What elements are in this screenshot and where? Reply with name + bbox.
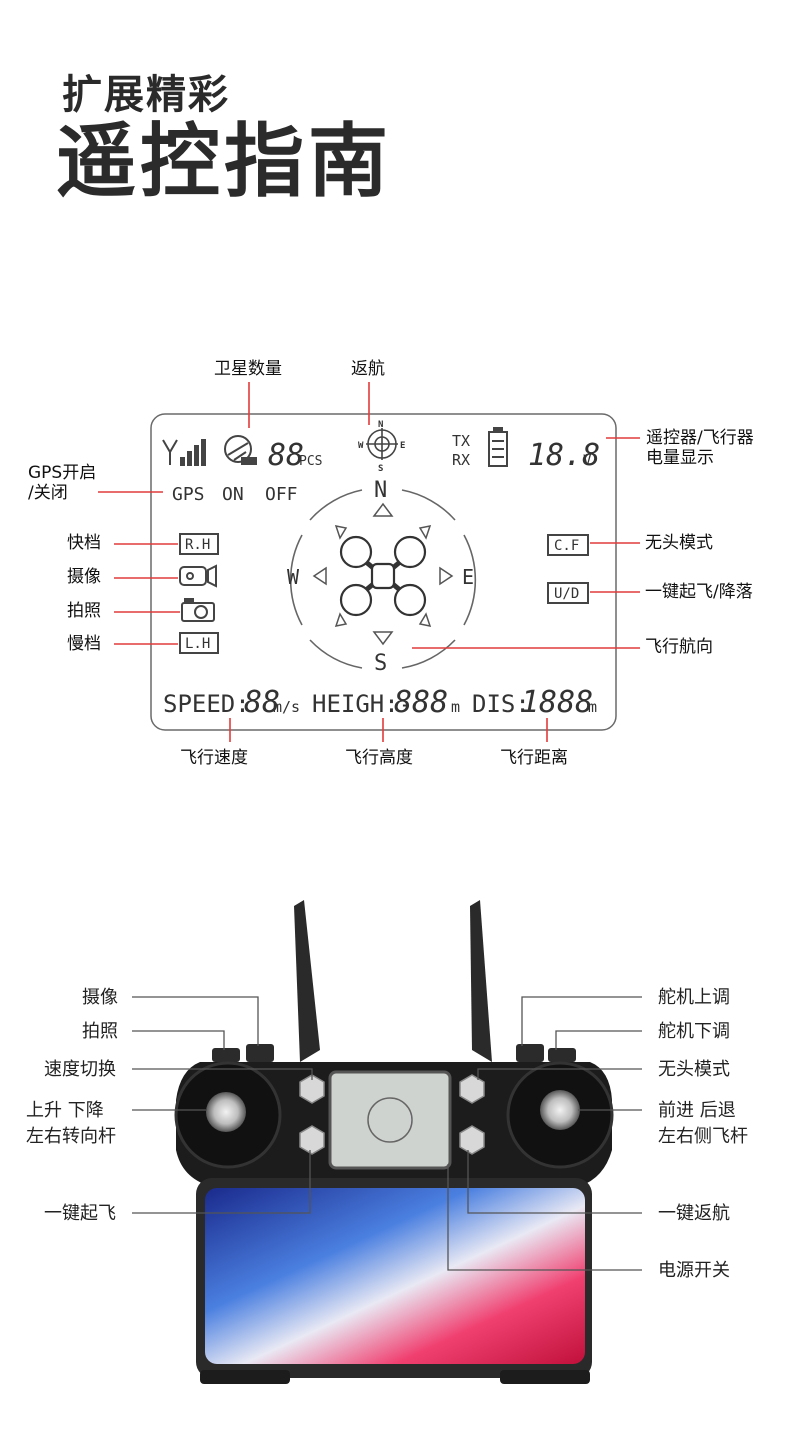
ctrl-label-gimbal-up: 舵机上调 <box>658 987 730 1008</box>
left-stick-knob <box>206 1092 246 1132</box>
lcd-lh: L.H <box>185 636 210 652</box>
speed-switch-button <box>299 1074 325 1104</box>
gimbal-down-shoulder <box>548 1048 576 1062</box>
label-flight-speed: 飞行速度 <box>180 748 248 768</box>
photo-camera-icon <box>181 598 215 622</box>
lcd-speed-unit: m/s <box>273 698 300 716</box>
lcd-cf: C.F <box>554 538 579 554</box>
compass-icon <box>366 428 398 460</box>
lcd-height-digits: 888 <box>394 685 448 720</box>
lcd-south: S <box>374 651 387 676</box>
heading-ring <box>289 489 477 669</box>
lcd-dis: DIS: <box>472 690 530 718</box>
label-return-home: 返航 <box>351 359 385 379</box>
battery-icon <box>488 427 508 467</box>
ctrl-label-takeoff: 一键起飞 <box>44 1203 116 1224</box>
takeoff-button <box>299 1125 325 1155</box>
camera-video-shoulder <box>212 1048 240 1062</box>
lcd-height: HEIGH:- <box>312 690 413 718</box>
label-flight-height: 飞行高度 <box>345 748 413 768</box>
lcd-diagram: 88 PCS N S W E TX RX 18.8 V GPS ON OFF R… <box>98 382 640 742</box>
right-grip <box>506 1061 614 1169</box>
phone-holder <box>196 1178 592 1378</box>
lcd-rh: R.H <box>185 537 210 553</box>
controller-leader-lines <box>132 996 642 1271</box>
direction-arrows <box>312 502 454 646</box>
label-takeoff-landing: 一键起飞/降落 <box>645 582 753 602</box>
lcd-sat-digits: 88 <box>268 438 304 473</box>
controller-body <box>176 1062 612 1186</box>
antenna-right <box>470 900 492 1062</box>
svg-text:S: S <box>378 464 383 474</box>
ctrl-label-right-stick: 前进 后退 左右侧飞杆 <box>658 1100 748 1148</box>
label-flight-heading: 飞行航向 <box>645 637 713 657</box>
lcd-dis-unit: m <box>588 698 597 716</box>
lcd-on: ON <box>222 484 244 505</box>
label-flight-distance: 飞行距离 <box>500 748 568 768</box>
lcd-volt: V <box>583 453 592 469</box>
label-fast-gear: 快档 <box>67 533 101 553</box>
page-subtitle: 扩展精彩 <box>62 72 230 118</box>
svg-text:E: E <box>400 441 405 451</box>
return-home-button <box>459 1125 485 1155</box>
video-camera-icon <box>179 564 217 588</box>
lcd-dis-digits: 1888 <box>521 685 593 720</box>
lcd-speed: SPEED: <box>163 690 250 718</box>
label-battery-display: 遥控器/飞行器 电量显示 <box>646 428 754 469</box>
gimbal-up-shoulder <box>516 1044 544 1062</box>
drone-icon <box>339 535 427 617</box>
lcd-north: N <box>374 478 387 503</box>
lcd-off: OFF <box>265 484 298 505</box>
ctrl-label-photo: 拍照 <box>82 1021 118 1042</box>
ctrl-label-speed-switch: 速度切换 <box>44 1059 116 1080</box>
ctrl-label-camera-video: 摄像 <box>82 987 118 1008</box>
label-satellite-count: 卫星数量 <box>214 359 282 379</box>
satellite-icon <box>224 435 257 465</box>
lcd-gps: GPS <box>172 484 205 505</box>
mini-lcd <box>328 1070 452 1170</box>
lcd-ud: U/D <box>554 586 579 602</box>
ctrl-label-gimbal-down: 舵机下调 <box>658 1021 730 1042</box>
label-camera-video: 摄像 <box>67 567 101 587</box>
ctrl-label-left-stick: 上升 下降 左右转向杆 <box>26 1100 116 1148</box>
leader-lines <box>98 382 640 742</box>
signal-icon <box>162 439 206 466</box>
label-slow-gear: 慢档 <box>67 634 101 654</box>
lcd-west: W <box>287 565 300 589</box>
label-headless-mode: 无头模式 <box>645 533 713 553</box>
lcd-rx: RX <box>452 451 470 469</box>
phone-screen <box>205 1188 585 1364</box>
lcd-tx: TX <box>452 432 470 450</box>
antenna-left <box>294 900 320 1062</box>
lcd-pcs: PCS <box>299 454 322 469</box>
lcd-height-unit: m <box>451 698 460 716</box>
ctrl-label-power-switch: 电源开关 <box>658 1260 730 1281</box>
svg-text:W: W <box>358 441 364 451</box>
lcd-east: E <box>462 565 474 589</box>
svg-text:N: N <box>378 420 383 430</box>
page-title: 遥控指南 <box>56 115 392 208</box>
label-gps-toggle: GPS开启 /关闭 <box>28 463 97 504</box>
lcd-volt-digits: 18.8 <box>528 438 600 473</box>
left-grip <box>174 1061 282 1169</box>
lcd-speed-digits: 88 <box>244 685 280 720</box>
photo-shoulder <box>246 1044 274 1062</box>
headless-button <box>459 1074 485 1104</box>
right-stick-knob <box>540 1090 580 1130</box>
ctrl-label-return-home: 一键返航 <box>658 1203 730 1224</box>
ctrl-label-headless-mode: 无头模式 <box>658 1059 730 1080</box>
label-photo: 拍照 <box>67 601 101 621</box>
